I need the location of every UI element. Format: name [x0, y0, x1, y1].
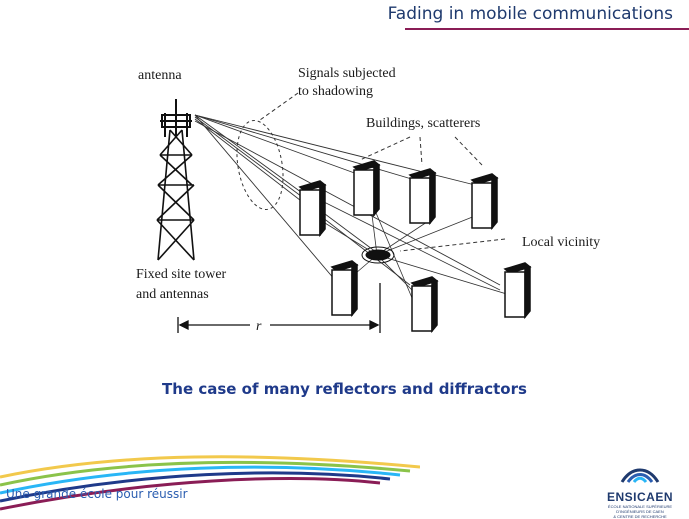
leader-lines [259, 92, 506, 252]
distance-marker [177, 283, 381, 333]
logo-text: ENSICAEN [606, 490, 673, 504]
building [503, 262, 532, 320]
building [408, 168, 437, 226]
scattered-rays [309, 174, 511, 306]
logo-subtext-1: ÉCOLE NATIONALE SUPÉRIEURE D'INGÉNIEURS … [607, 504, 673, 514]
multipath-diagram: antenna Signals subjected to shadowing B… [110, 55, 630, 355]
slide-title: Fading in mobile communications [387, 4, 673, 24]
title-underline [405, 28, 689, 30]
buildings [298, 160, 532, 334]
label-tower-2: and antennas [136, 287, 209, 302]
building [470, 173, 499, 231]
label-shadowing-1: Signals subjected [298, 66, 396, 81]
label-tower-1: Fixed site tower [136, 267, 227, 282]
label-antenna: antenna [138, 68, 182, 83]
ensicaen-logo: ENSICAEN ÉCOLE NATIONALE SUPÉRIEURE D'IN… [599, 462, 681, 519]
local-vicinity-ellipse [365, 249, 391, 261]
figure-caption: The case of many reflectors and diffract… [162, 380, 527, 398]
building [330, 260, 359, 318]
building [352, 160, 381, 218]
footer-swoosh [0, 455, 420, 511]
antenna-head [160, 99, 192, 137]
label-vicinity: Local vicinity [522, 235, 600, 250]
label-shadowing-2: to shadowing [298, 84, 373, 99]
tower [156, 129, 195, 261]
building [298, 180, 327, 238]
shadowing-ellipse [236, 120, 284, 210]
signal-rays [194, 114, 501, 286]
label-buildings: Buildings, scatterers [366, 116, 480, 131]
footer-tagline: Une grande école pour réussir [6, 487, 188, 501]
label-distance: r [256, 319, 262, 334]
building [410, 276, 439, 334]
ensicaen-logo-icon [620, 468, 660, 483]
multipath-diagram-svg: antenna Signals subjected to shadowing B… [136, 66, 600, 334]
